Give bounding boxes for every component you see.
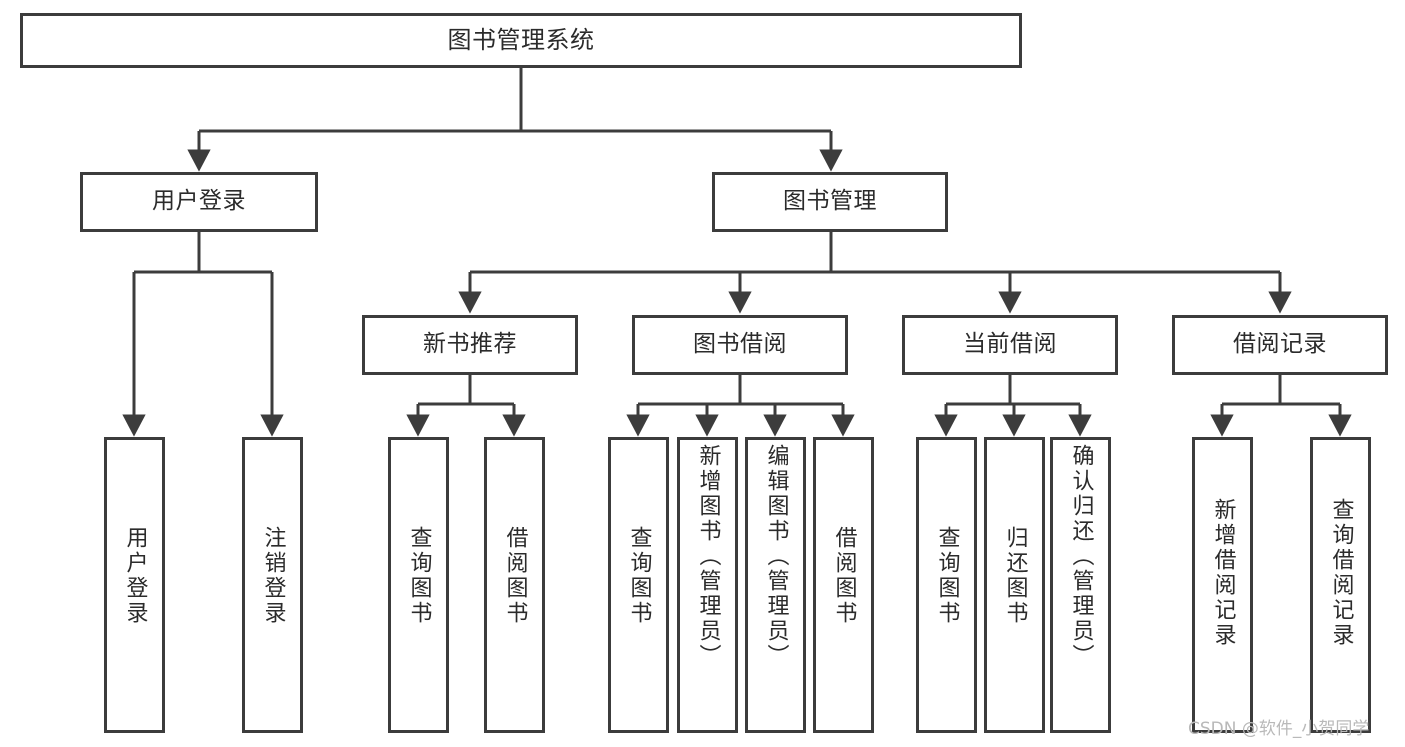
node-label: 查询借阅记录 [1328, 498, 1354, 648]
node-leaf-add-borrow-record[interactable]: 新增借阅记录 [1192, 437, 1253, 733]
node-leaf-borrow-book-recommend[interactable]: 借阅图书 [484, 437, 545, 733]
node-label: 新增借阅记录 [1210, 498, 1236, 648]
node-leaf-user-login[interactable]: 用户登录 [104, 437, 165, 733]
node-leaf-query-borrow-record[interactable]: 查询借阅记录 [1310, 437, 1371, 733]
node-new-book-recommend[interactable]: 新书推荐 [362, 315, 578, 375]
node-label: 注销登录 [260, 526, 286, 626]
node-label: 新书推荐 [423, 331, 517, 358]
node-label: 图书借阅 [693, 331, 787, 358]
node-label: 用户登录 [152, 188, 246, 215]
node-user-login[interactable]: 用户登录 [80, 172, 318, 232]
node-leaf-add-book[interactable]: 新增图书（管理员） [677, 437, 738, 733]
node-label: 借阅记录 [1233, 331, 1327, 358]
node-root-system[interactable]: 图书管理系统 [20, 13, 1022, 68]
node-leaf-query-book-recommend[interactable]: 查询图书 [388, 437, 449, 733]
node-current-borrow[interactable]: 当前借阅 [902, 315, 1118, 375]
node-leaf-query-book-borrow[interactable]: 查询图书 [608, 437, 669, 733]
node-book-management[interactable]: 图书管理 [712, 172, 948, 232]
node-borrow-record[interactable]: 借阅记录 [1172, 315, 1388, 375]
node-label: 图书管理 [783, 188, 877, 215]
node-label: 图书管理系统 [447, 26, 595, 55]
node-label: 编辑图书（管理员） [763, 444, 789, 669]
node-label: 归还图书 [1002, 526, 1028, 626]
node-label: 借阅图书 [831, 526, 857, 626]
node-label: 查询图书 [626, 526, 652, 626]
node-label: 查询图书 [934, 526, 960, 626]
node-label: 查询图书 [406, 526, 432, 626]
watermark-text: CSDN @软件_小贺同学 [1188, 719, 1370, 739]
node-leaf-edit-book[interactable]: 编辑图书（管理员） [745, 437, 806, 733]
node-leaf-query-book-current[interactable]: 查询图书 [916, 437, 977, 733]
node-leaf-confirm-return[interactable]: 确认归还（管理员） [1050, 437, 1111, 733]
node-label: 当前借阅 [963, 331, 1057, 358]
node-book-borrow[interactable]: 图书借阅 [632, 315, 848, 375]
node-label: 新增图书（管理员） [695, 444, 721, 669]
node-leaf-return-book[interactable]: 归还图书 [984, 437, 1045, 733]
node-label: 借阅图书 [502, 526, 528, 626]
node-label: 确认归还（管理员） [1068, 444, 1094, 669]
node-leaf-logout[interactable]: 注销登录 [242, 437, 303, 733]
node-label: 用户登录 [122, 526, 148, 626]
node-leaf-borrow-book[interactable]: 借阅图书 [813, 437, 874, 733]
